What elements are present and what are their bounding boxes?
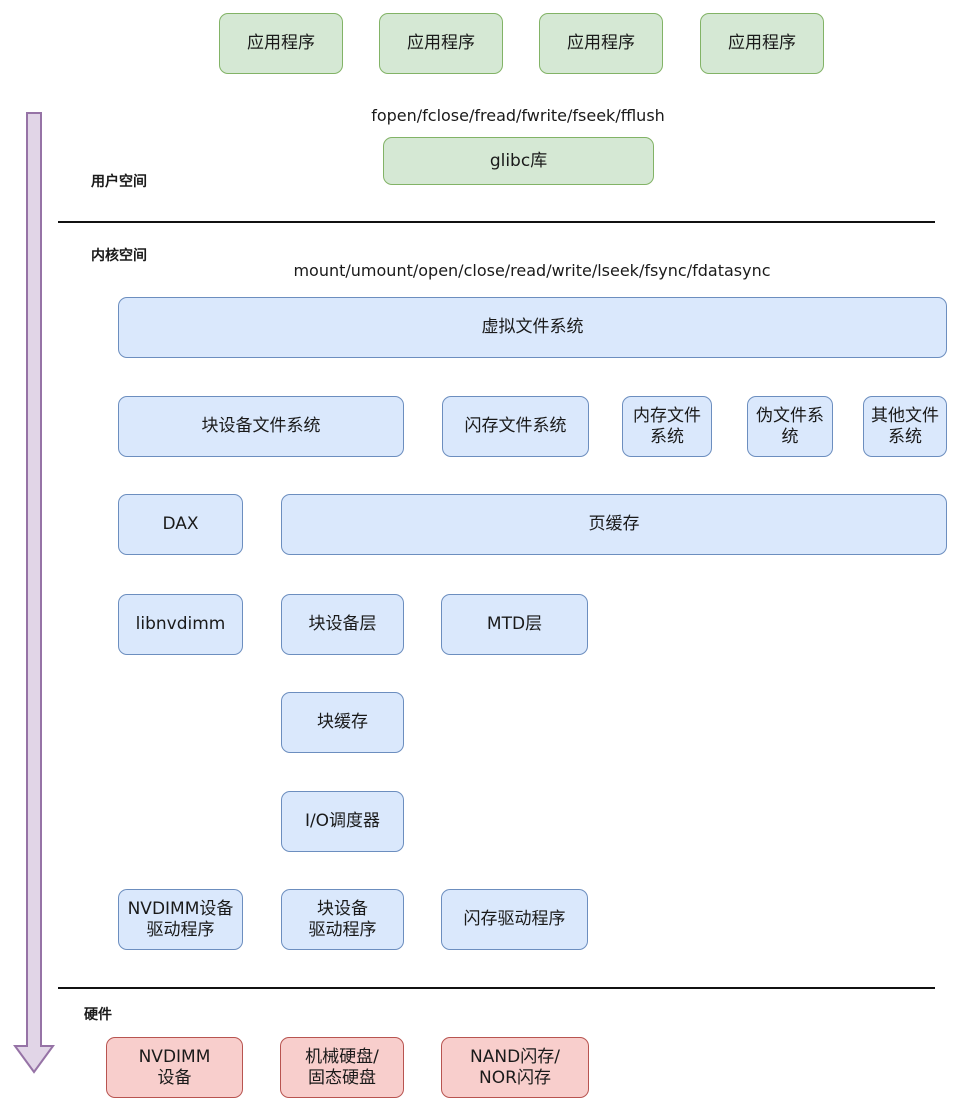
flash-device-box: NAND闪存/NOR闪存 bbox=[441, 1037, 589, 1098]
downward-flow-arrow bbox=[13, 112, 55, 1074]
vfs-box: 虚拟文件系统 bbox=[118, 297, 947, 358]
kernel-space-label: 内核空间 bbox=[91, 248, 147, 264]
flash-filesystem-box: 闪存文件系统 bbox=[442, 396, 589, 457]
memory-filesystem-box: 内存文件系统 bbox=[622, 396, 712, 457]
other-filesystem-box: 其他文件系统 bbox=[863, 396, 947, 457]
application-box-1: 应用程序 bbox=[219, 13, 343, 74]
dax-box: DAX bbox=[118, 494, 243, 555]
hardware-label: 硬件 bbox=[84, 1007, 112, 1023]
block-layer-box: 块设备层 bbox=[281, 594, 404, 655]
user-kernel-divider bbox=[58, 221, 935, 223]
mtd-layer-box: MTD层 bbox=[441, 594, 588, 655]
kernel-hardware-divider bbox=[58, 987, 935, 989]
block-filesystem-box: 块设备文件系统 bbox=[118, 396, 404, 457]
page-cache-box: 页缓存 bbox=[281, 494, 947, 555]
application-box-2: 应用程序 bbox=[379, 13, 503, 74]
application-box-4: 应用程序 bbox=[700, 13, 824, 74]
flash-driver-box: 闪存驱动程序 bbox=[441, 889, 588, 950]
libnvdimm-box: libnvdimm bbox=[118, 594, 243, 655]
glibc-library-box: glibc库 bbox=[383, 137, 654, 185]
block-driver-box: 块设备驱动程序 bbox=[281, 889, 404, 950]
nvdimm-driver-box: NVDIMM设备驱动程序 bbox=[118, 889, 243, 950]
io-scheduler-box: I/O调度器 bbox=[281, 791, 404, 852]
block-cache-box: 块缓存 bbox=[281, 692, 404, 753]
pseudo-filesystem-box: 伪文件系统 bbox=[747, 396, 833, 457]
disk-device-box: 机械硬盘/固态硬盘 bbox=[280, 1037, 404, 1098]
syscall-list: mount/umount/open/close/read/write/lseek… bbox=[293, 261, 771, 280]
application-box-3: 应用程序 bbox=[539, 13, 663, 74]
libc-api-calls: fopen/fclose/fread/fwrite/fseek/fflush bbox=[371, 106, 665, 125]
user-space-label: 用户空间 bbox=[91, 174, 147, 190]
